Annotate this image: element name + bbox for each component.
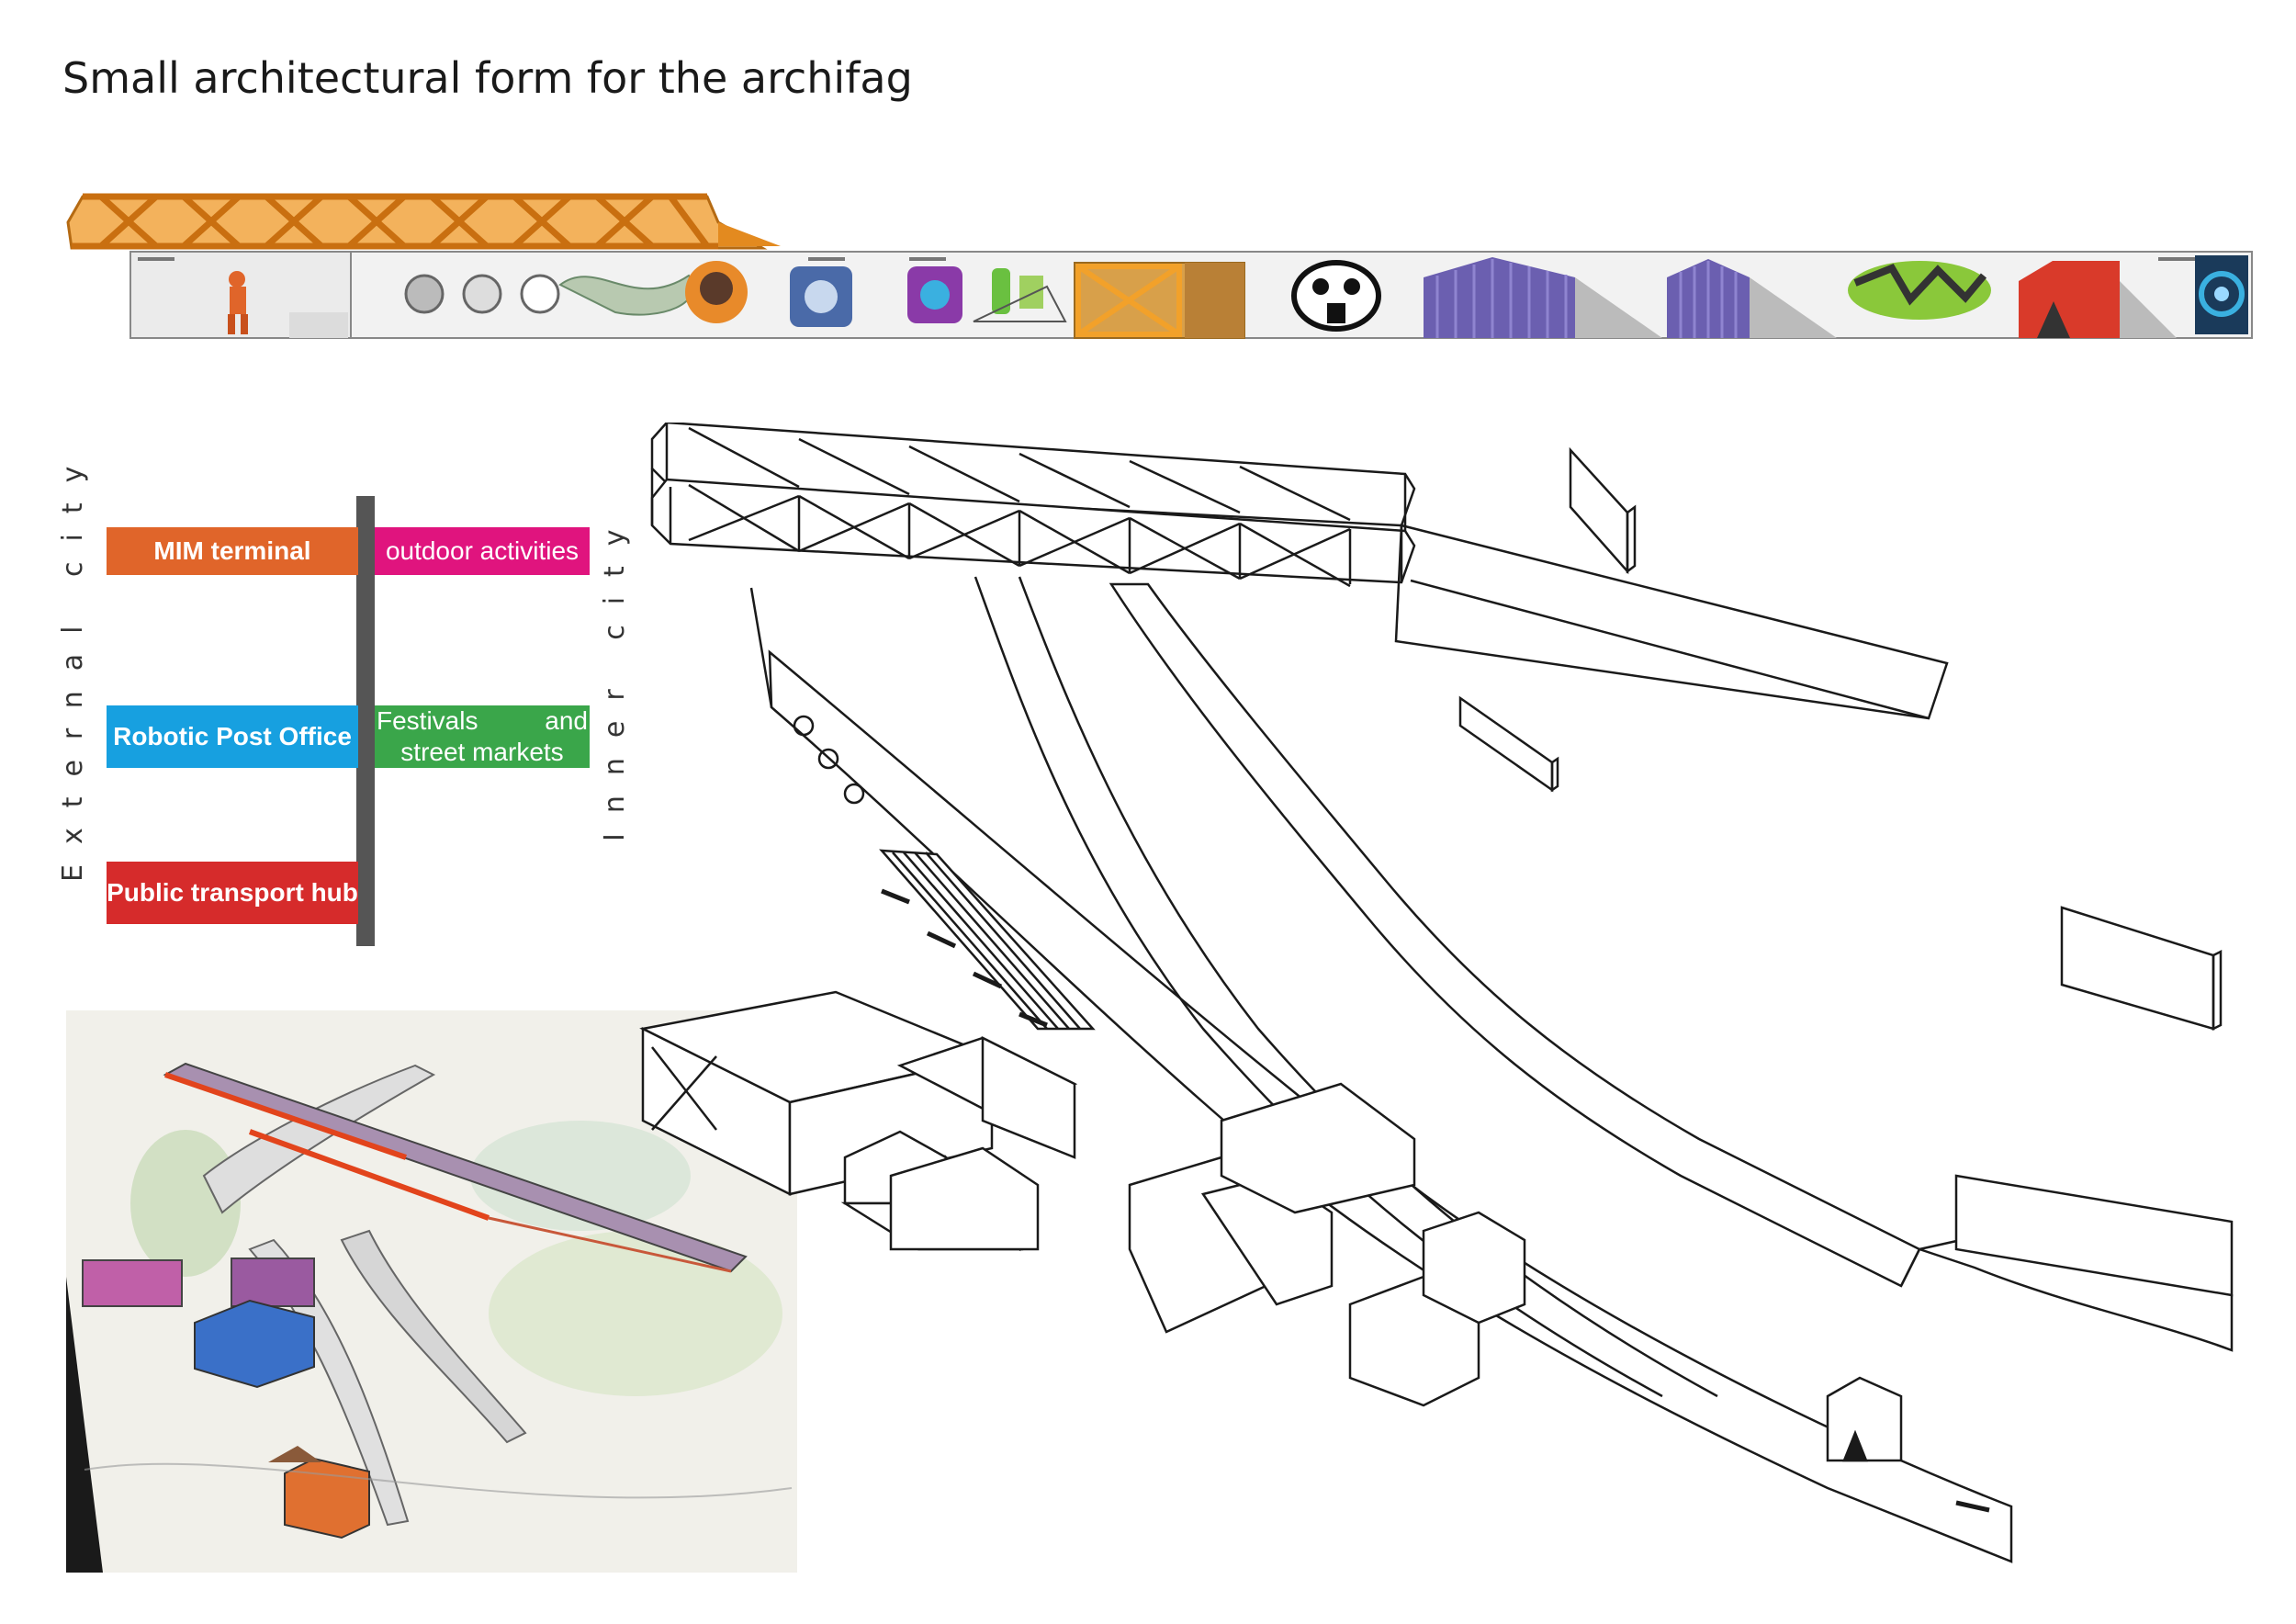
porthole [817, 748, 839, 770]
festivals-street-markets-label: Festivals and street markets [375, 705, 590, 768]
purple-container [1667, 259, 1837, 338]
axonometric-drawing [639, 423, 2234, 1563]
and-text: and [545, 706, 588, 735]
festivals-text: Festivals [377, 706, 478, 735]
robotic-post-office-label: Robotic Post Office [107, 705, 358, 768]
gas-mask-mural [1291, 260, 1381, 332]
sloped-ramp [1394, 524, 1949, 720]
stairs [879, 849, 1096, 1031]
porthole [462, 274, 502, 314]
mim-terminal-label: MIM terminal [107, 527, 358, 575]
street-markets-text: street markets [400, 738, 564, 766]
cartoon-mural [973, 268, 1067, 322]
end-shelter [1826, 1376, 1903, 1462]
green-graffiti-mural [1848, 261, 1991, 320]
portal-mural [2195, 255, 2248, 334]
box-pavilion [896, 1035, 1078, 1159]
porthole [404, 274, 445, 314]
house-container [1422, 1211, 1526, 1325]
figure-mural [228, 271, 248, 334]
porthole [793, 715, 815, 737]
wall-panel [2060, 906, 2215, 1031]
external-city-axis-label: External city [57, 445, 89, 882]
house-container [889, 1146, 1040, 1251]
outdoor-activities-label: outdoor activities [375, 527, 590, 575]
page-title: Small architectural form for the archifa… [62, 53, 913, 103]
graffiti-mural [558, 274, 694, 316]
public-transport-hub-label: Public transport hub [107, 862, 358, 924]
curved-wall [768, 649, 2013, 1563]
purple-container [1424, 257, 1662, 338]
bridge-truss [650, 423, 1416, 588]
city-divider-bar [356, 496, 375, 946]
porthole [520, 274, 560, 314]
wall-panel [1569, 446, 1629, 575]
elevation-truss [66, 193, 781, 250]
red-container [2019, 261, 2177, 338]
house-container [1220, 1082, 1416, 1214]
inner-city-axis-label: Inner city [599, 509, 631, 841]
elevation-drawing [66, 193, 2253, 339]
wooden-gate [1074, 262, 1245, 339]
porthole [843, 783, 865, 805]
wall-panel [1458, 695, 1554, 793]
